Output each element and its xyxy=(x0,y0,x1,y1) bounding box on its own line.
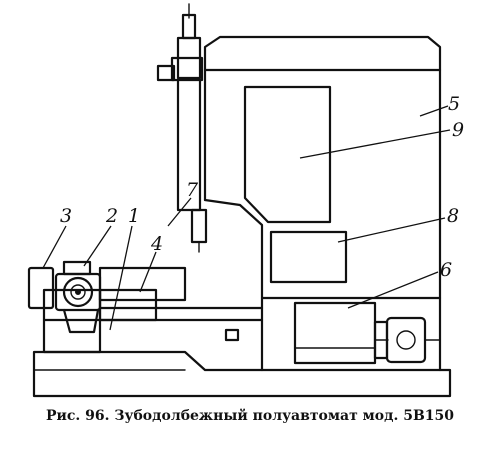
figure-caption: Рис. 96. Зубодолбежный полуавтомат мод. … xyxy=(46,408,454,424)
motor xyxy=(385,316,427,364)
callout-7: 7 xyxy=(186,179,199,201)
leader-1 xyxy=(109,225,133,331)
motor-shaft-end xyxy=(396,330,416,350)
dividing-wheel xyxy=(62,276,94,308)
leader-3 xyxy=(42,225,67,269)
leader-5 xyxy=(419,105,449,117)
machine-drawing: 3 2 1 4 7 5 9 8 6 xyxy=(27,3,464,398)
callout-2: 2 xyxy=(105,205,118,227)
callout-3: 3 xyxy=(60,205,72,227)
machine-drawing-svg: 3 2 1 4 7 5 9 8 6 xyxy=(27,3,464,398)
callout-6: 6 xyxy=(440,259,452,281)
spindle-ram xyxy=(176,78,202,212)
spindle-side-knob xyxy=(156,64,176,82)
column-neck xyxy=(203,198,264,372)
carriage-4 xyxy=(98,288,158,322)
callout-1: 1 xyxy=(128,205,140,227)
panel-8 xyxy=(269,230,348,284)
leader-6 xyxy=(347,271,439,309)
callout-5: 5 xyxy=(448,93,460,115)
dividing-head-base xyxy=(62,308,100,334)
work-table xyxy=(42,288,102,354)
callout-9: 9 xyxy=(452,119,464,141)
callout-4: 4 xyxy=(150,233,163,255)
column-body xyxy=(203,35,442,372)
motor-housing xyxy=(293,301,377,365)
cutter xyxy=(190,208,208,244)
leader-9 xyxy=(299,129,451,159)
dividing-wheel-hub xyxy=(70,284,86,300)
gearbox-3 xyxy=(27,266,55,310)
callout-8: 8 xyxy=(447,205,459,227)
panel-9 xyxy=(243,85,332,224)
leader-2 xyxy=(83,225,112,267)
dividing-wheel-center xyxy=(75,289,81,295)
leader-4 xyxy=(139,251,157,293)
spindle-collar xyxy=(170,56,204,82)
dividing-head-top xyxy=(62,260,92,276)
small-block xyxy=(224,328,240,342)
leader-8 xyxy=(337,217,446,243)
leader-7 xyxy=(167,197,192,227)
